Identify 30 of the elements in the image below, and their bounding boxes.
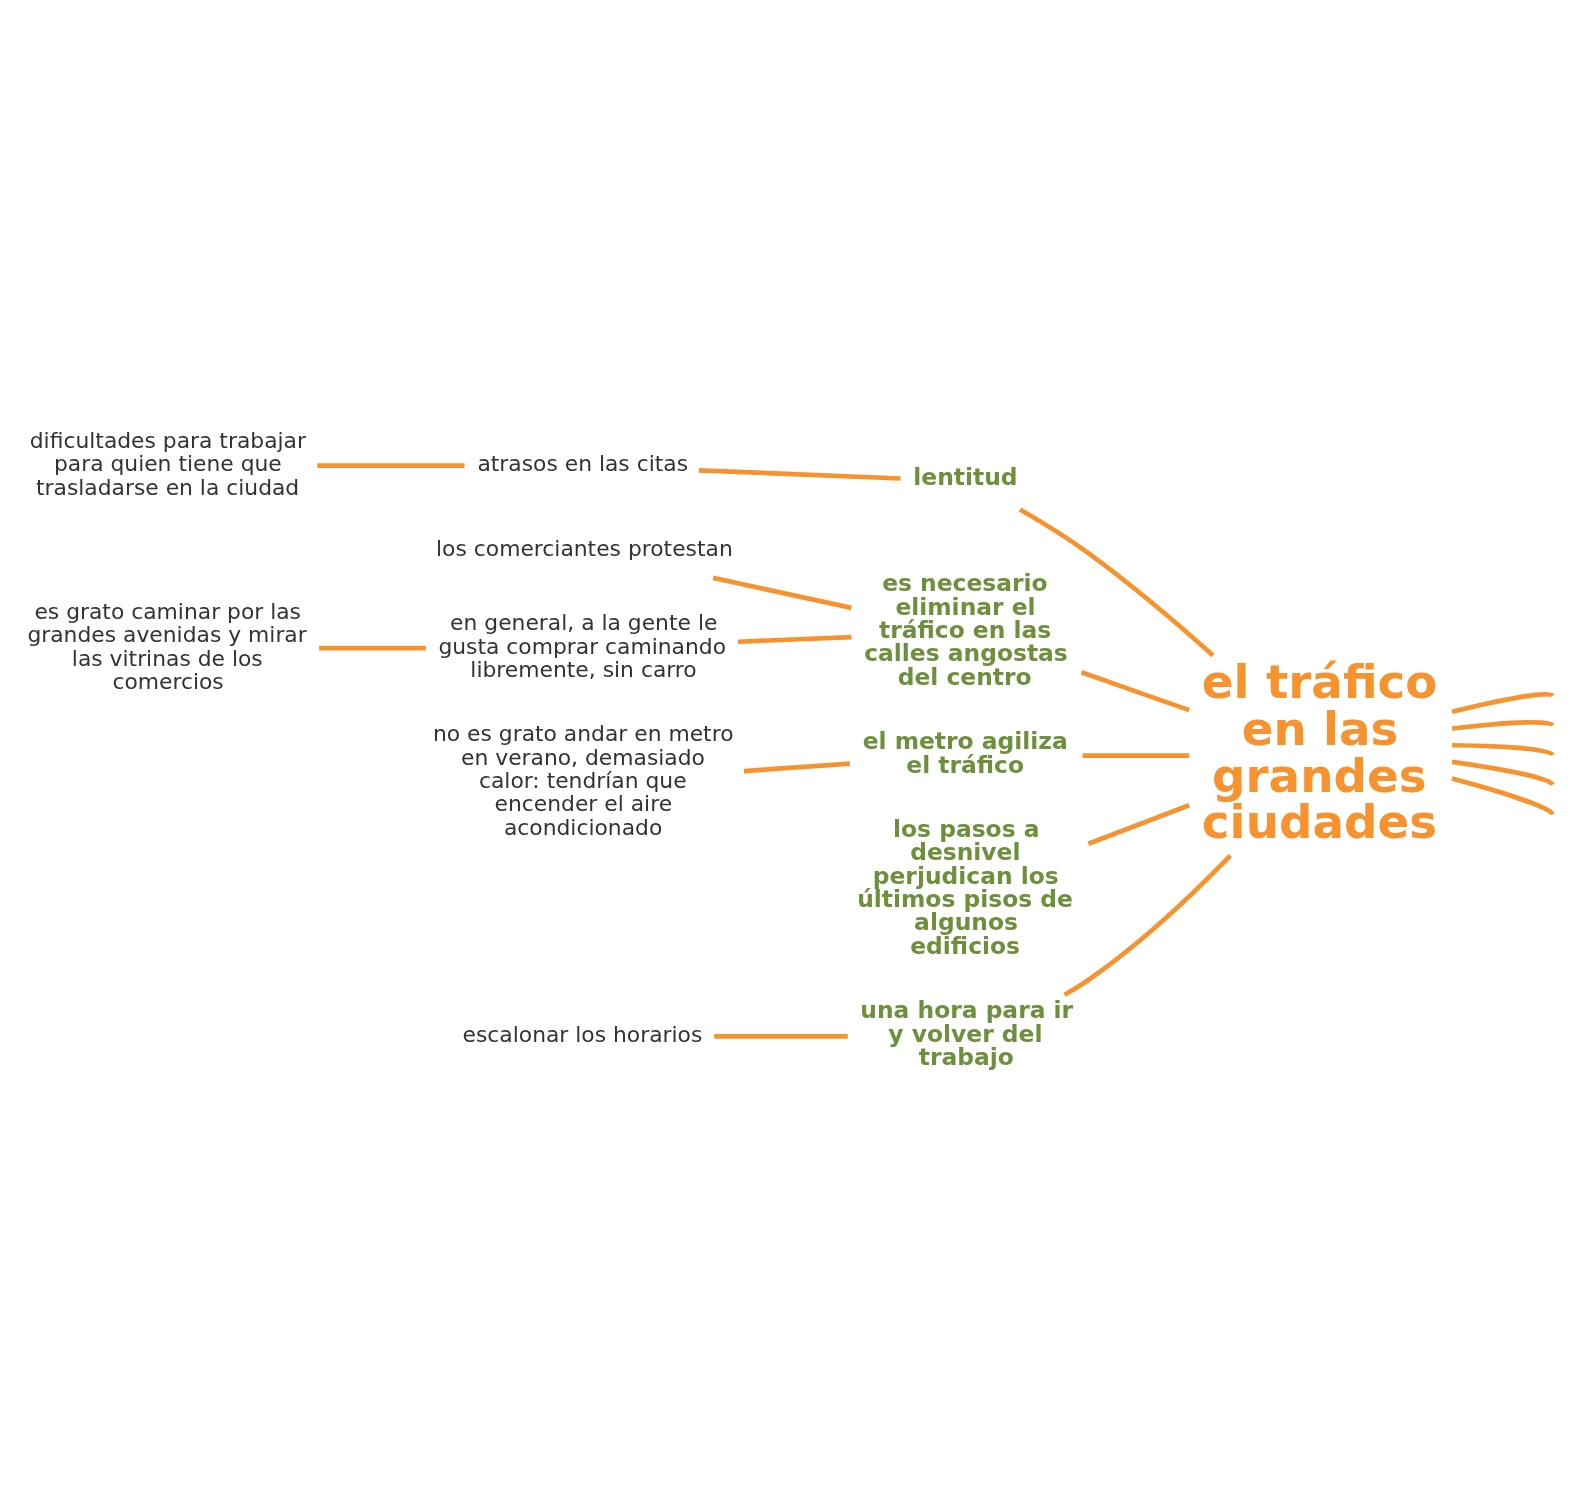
connector	[698, 467, 901, 481]
connector	[1018, 507, 1215, 658]
node-text: el tráfico en las grandes ciudades	[1201, 654, 1438, 850]
node-text: una hora para ir y volver del trabajo	[860, 996, 1074, 1072]
node-text: escalonar los horarios	[462, 1022, 703, 1048]
node-text: en general, a la gente le gusta comprar caminando libremente, sin carro	[438, 610, 727, 683]
connector	[1087, 803, 1191, 846]
connector	[1451, 692, 1554, 715]
node-text: el metro agiliza el tráfico	[862, 727, 1068, 779]
connector	[714, 1034, 848, 1039]
node-text: no es grato andar en metro en verano, demasiado calor: tendrían que encender el aire acondicionado	[432, 721, 734, 840]
connector	[712, 575, 852, 611]
node-text: es necesario eliminar el tráfico en las calles angostas del centro	[864, 569, 1068, 691]
connector	[1451, 759, 1555, 787]
connector	[743, 761, 851, 774]
connector	[1080, 670, 1190, 713]
node-text: los comerciantes protestan	[436, 535, 733, 561]
connector	[737, 634, 852, 645]
node-text: los pasos a desnivel perjudican los últimos pisos de algunos edificios	[857, 814, 1073, 960]
connector	[1451, 776, 1555, 816]
node-text: atrasos en las citas	[477, 451, 689, 477]
connector	[1063, 854, 1232, 997]
connector	[317, 463, 465, 468]
node-text: dificultades para trabajar para quien tiene que trasladarse en la ciudad	[29, 427, 306, 500]
node-text: lentitud	[913, 463, 1018, 492]
connector	[319, 645, 426, 651]
node-text: es grato caminar por las grandes avenidas y mirar las vitrinas de los comercios	[27, 598, 307, 694]
connector	[1451, 742, 1554, 757]
connector	[1451, 720, 1554, 731]
connector	[1082, 753, 1190, 758]
